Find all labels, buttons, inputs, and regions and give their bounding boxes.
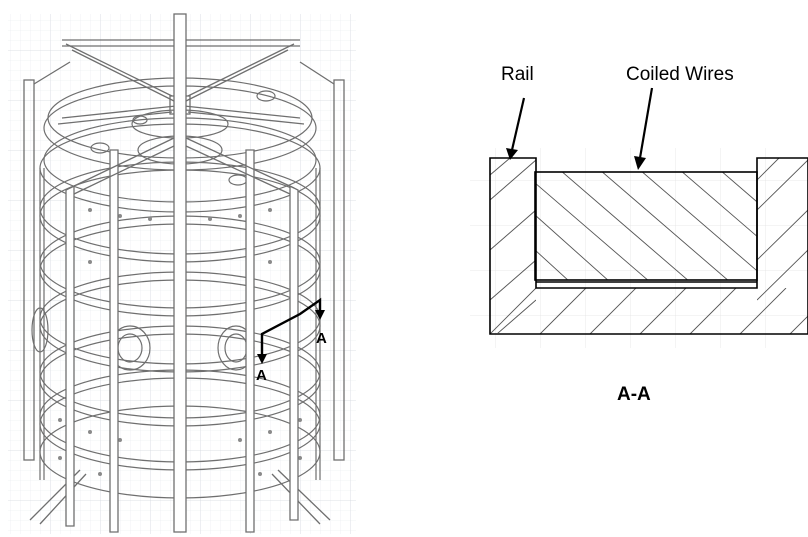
- rail-profile: [489, 157, 808, 335]
- section-view-a-a: Rail Coiled Wires A-A: [470, 64, 808, 405]
- section-cut-line: [260, 297, 322, 348]
- coiled-wires-block: [534, 171, 758, 281]
- section-label-left: A: [256, 367, 267, 384]
- section-title: A-A: [617, 384, 651, 405]
- rail-callout-label: Rail: [501, 64, 534, 85]
- section-cut-indicator: [257, 297, 325, 364]
- coil-assembly-drawing: [8, 13, 356, 534]
- rail-leader: [510, 97, 526, 151]
- coiled-wires-callout-label: Coiled Wires: [626, 64, 734, 85]
- section-label-right: A: [316, 330, 327, 347]
- section-arrowhead-upper: [315, 310, 325, 320]
- callout-leaders: [510, 87, 654, 159]
- coiled-wires-leader: [638, 87, 654, 159]
- section-outline: [489, 157, 808, 335]
- rail-leader-arrowhead: [506, 148, 518, 160]
- section-arrowhead-lower: [257, 354, 267, 364]
- section-grid-background: [470, 148, 808, 348]
- coiled-wires-leader-arrowhead: [634, 156, 646, 170]
- rail-hatching: [490, 158, 808, 334]
- support-frame: [23, 39, 345, 525]
- flange-bolts: [58, 208, 302, 476]
- frame-posts: [65, 13, 299, 533]
- coiled-wires-hatching: [535, 172, 757, 280]
